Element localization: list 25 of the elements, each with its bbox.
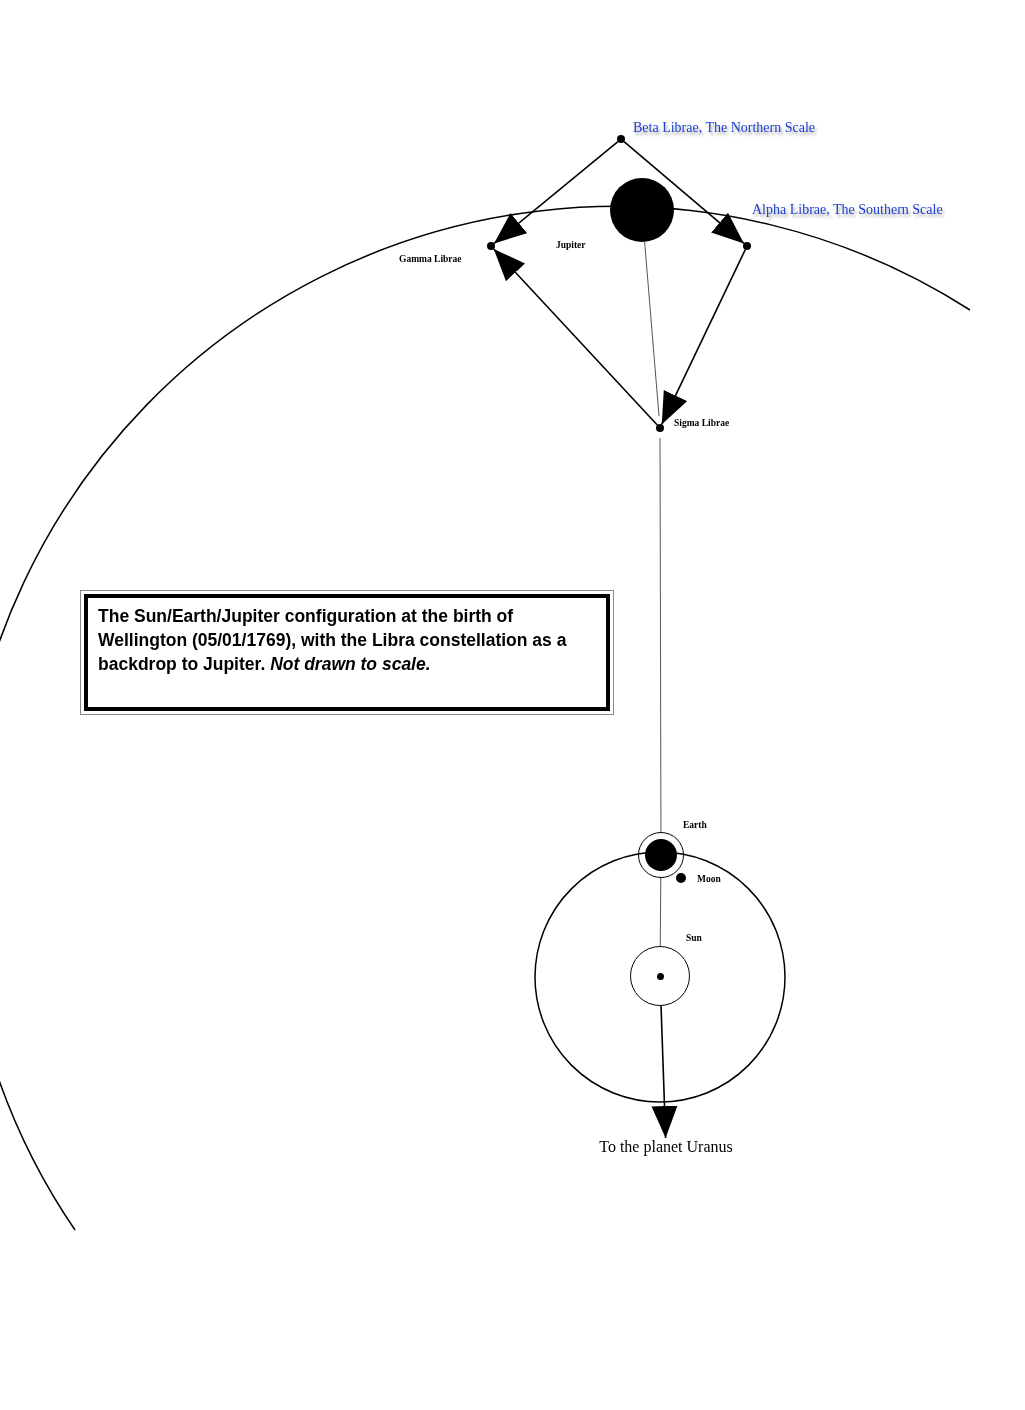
caption-box [80,590,614,715]
body-label: Earth [683,820,707,830]
arrow [493,140,619,245]
body-label: Sun [686,933,702,943]
body-label: Moon [697,874,721,884]
body-label: Sigma Librae [674,418,730,428]
star-dot [676,873,686,883]
connector-line [659,437,662,833]
body-label: Beta Librae, The Northern Scale [633,120,816,136]
body-label: Gamma Librae [399,254,462,264]
connector-line [659,877,662,947]
star-dot [656,424,664,432]
planet-disc [610,178,674,242]
arrow [623,140,745,245]
arrow [651,1005,678,1139]
arrow [492,248,659,426]
arrow [660,248,747,426]
star-dot [487,242,495,250]
body-label: Alpha Librae, The Southern Scale [752,202,943,218]
body-label: Jupiter [556,240,586,250]
connector-line [644,241,660,417]
direction-label: To the planet Uranus [586,1138,746,1160]
caption-text: The Sun/Earth/Jupiter configuration at the birth of Wellington (05/01/1769), with the Libra constellation as a backdrop to Jupiter. Not drawn to scale. [98,606,567,674]
star-dot [743,242,751,250]
star-dot [617,135,625,143]
